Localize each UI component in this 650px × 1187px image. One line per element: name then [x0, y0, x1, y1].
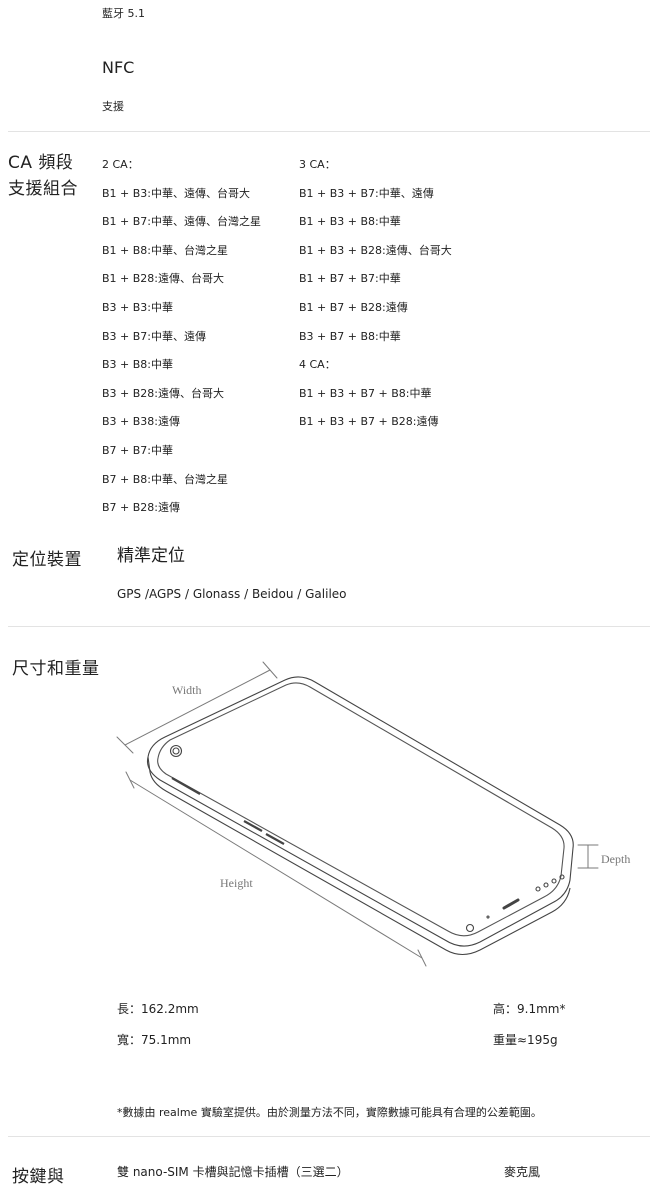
ca-column-3ca-4ca: 3 CA： B1 + B3 + B7:中華、遠傳 B1 + B3 + B8:中華…	[299, 151, 452, 437]
list-item: B1 + B28:遠傳、台哥大	[102, 272, 225, 286]
height-value: 高：9.1mm*	[493, 1002, 566, 1016]
list-item: B3 + B7:中華、遠傳	[102, 329, 207, 343]
divider	[8, 626, 650, 627]
list-item: B1 + B3 + B7:中華、遠傳	[299, 186, 434, 200]
divider	[8, 131, 650, 132]
list-item: B1 + B3 + B28:遠傳、台哥大	[299, 243, 452, 257]
divider	[8, 1136, 650, 1137]
ca-title-line2: 支援組合	[8, 179, 78, 199]
sim-slot-value: 雙 nano-SIM 卡槽與記憶卡插槽（三選二）	[117, 1165, 349, 1179]
dimensions-title: 尺寸和重量	[12, 659, 100, 679]
width-label: Width	[172, 683, 202, 697]
list-item: B1 + B8:中華、台灣之星	[102, 243, 229, 257]
ca-4ca-header: 4 CA：	[299, 358, 336, 372]
list-item: B3 + B7 + B8:中華	[299, 329, 401, 343]
phone-dimension-diagram: Width Height Depth	[116, 661, 630, 967]
ca-3ca-header: 3 CA：	[299, 158, 336, 171]
list-item: B1 + B3:中華、遠傳、台哥大	[102, 186, 251, 200]
depth-label: Depth	[601, 852, 630, 866]
positioning-subtitle: 精準定位	[117, 546, 185, 566]
ca-title-line1: CA 頻段	[8, 153, 74, 173]
nfc-title: NFC	[102, 58, 135, 77]
list-item: B1 + B7:中華、遠傳、台灣之星	[102, 215, 262, 229]
list-item: B1 + B7 + B7:中華	[299, 272, 401, 286]
list-item: B1 + B7 + B28:遠傳	[299, 300, 408, 314]
list-item: B3 + B28:遠傳、台哥大	[102, 386, 225, 400]
microphone-value: 麥克風	[504, 1165, 541, 1179]
width-value: 寬：75.1mm	[117, 1033, 192, 1047]
positioning-title: 定位裝置	[12, 550, 82, 570]
list-item: B7 + B8:中華、台灣之星	[102, 472, 229, 486]
list-item: B7 + B28:遠傳	[102, 501, 181, 515]
ca-2ca-header: 2 CA：	[102, 158, 139, 171]
list-item: B1 + B3 + B7 + B28:遠傳	[299, 415, 439, 429]
dimensions-footnote: *數據由 realme 實驗室提供。由於測量方法不同，實際數據可能具有合理的公差…	[117, 1106, 542, 1119]
list-item: B7 + B7:中華	[102, 443, 174, 457]
list-item: B1 + B3 + B8:中華	[299, 215, 401, 229]
nfc-value: 支援	[102, 100, 124, 113]
length-value: 長：162.2mm	[117, 1002, 199, 1016]
list-item: B3 + B3:中華	[102, 300, 174, 314]
list-item: B3 + B8:中華	[102, 358, 174, 372]
ca-section-title: CA 頻段 支援組合	[8, 150, 78, 202]
ca-column-2ca: 2 CA： B1 + B3:中華、遠傳、台哥大 B1 + B7:中華、遠傳、台灣…	[102, 151, 261, 523]
list-item: B1 + B3 + B7 + B8:中華	[299, 386, 432, 400]
buttons-title: 按鍵與	[12, 1167, 65, 1187]
positioning-value: GPS /AGPS / Glonass / Beidou / Galileo	[117, 587, 347, 601]
height-label: Height	[220, 876, 253, 890]
list-item: B3 + B38:遠傳	[102, 415, 181, 429]
bluetooth-value: 藍牙 5.1	[102, 7, 145, 20]
weight-value: 重量≈195g	[493, 1033, 558, 1047]
